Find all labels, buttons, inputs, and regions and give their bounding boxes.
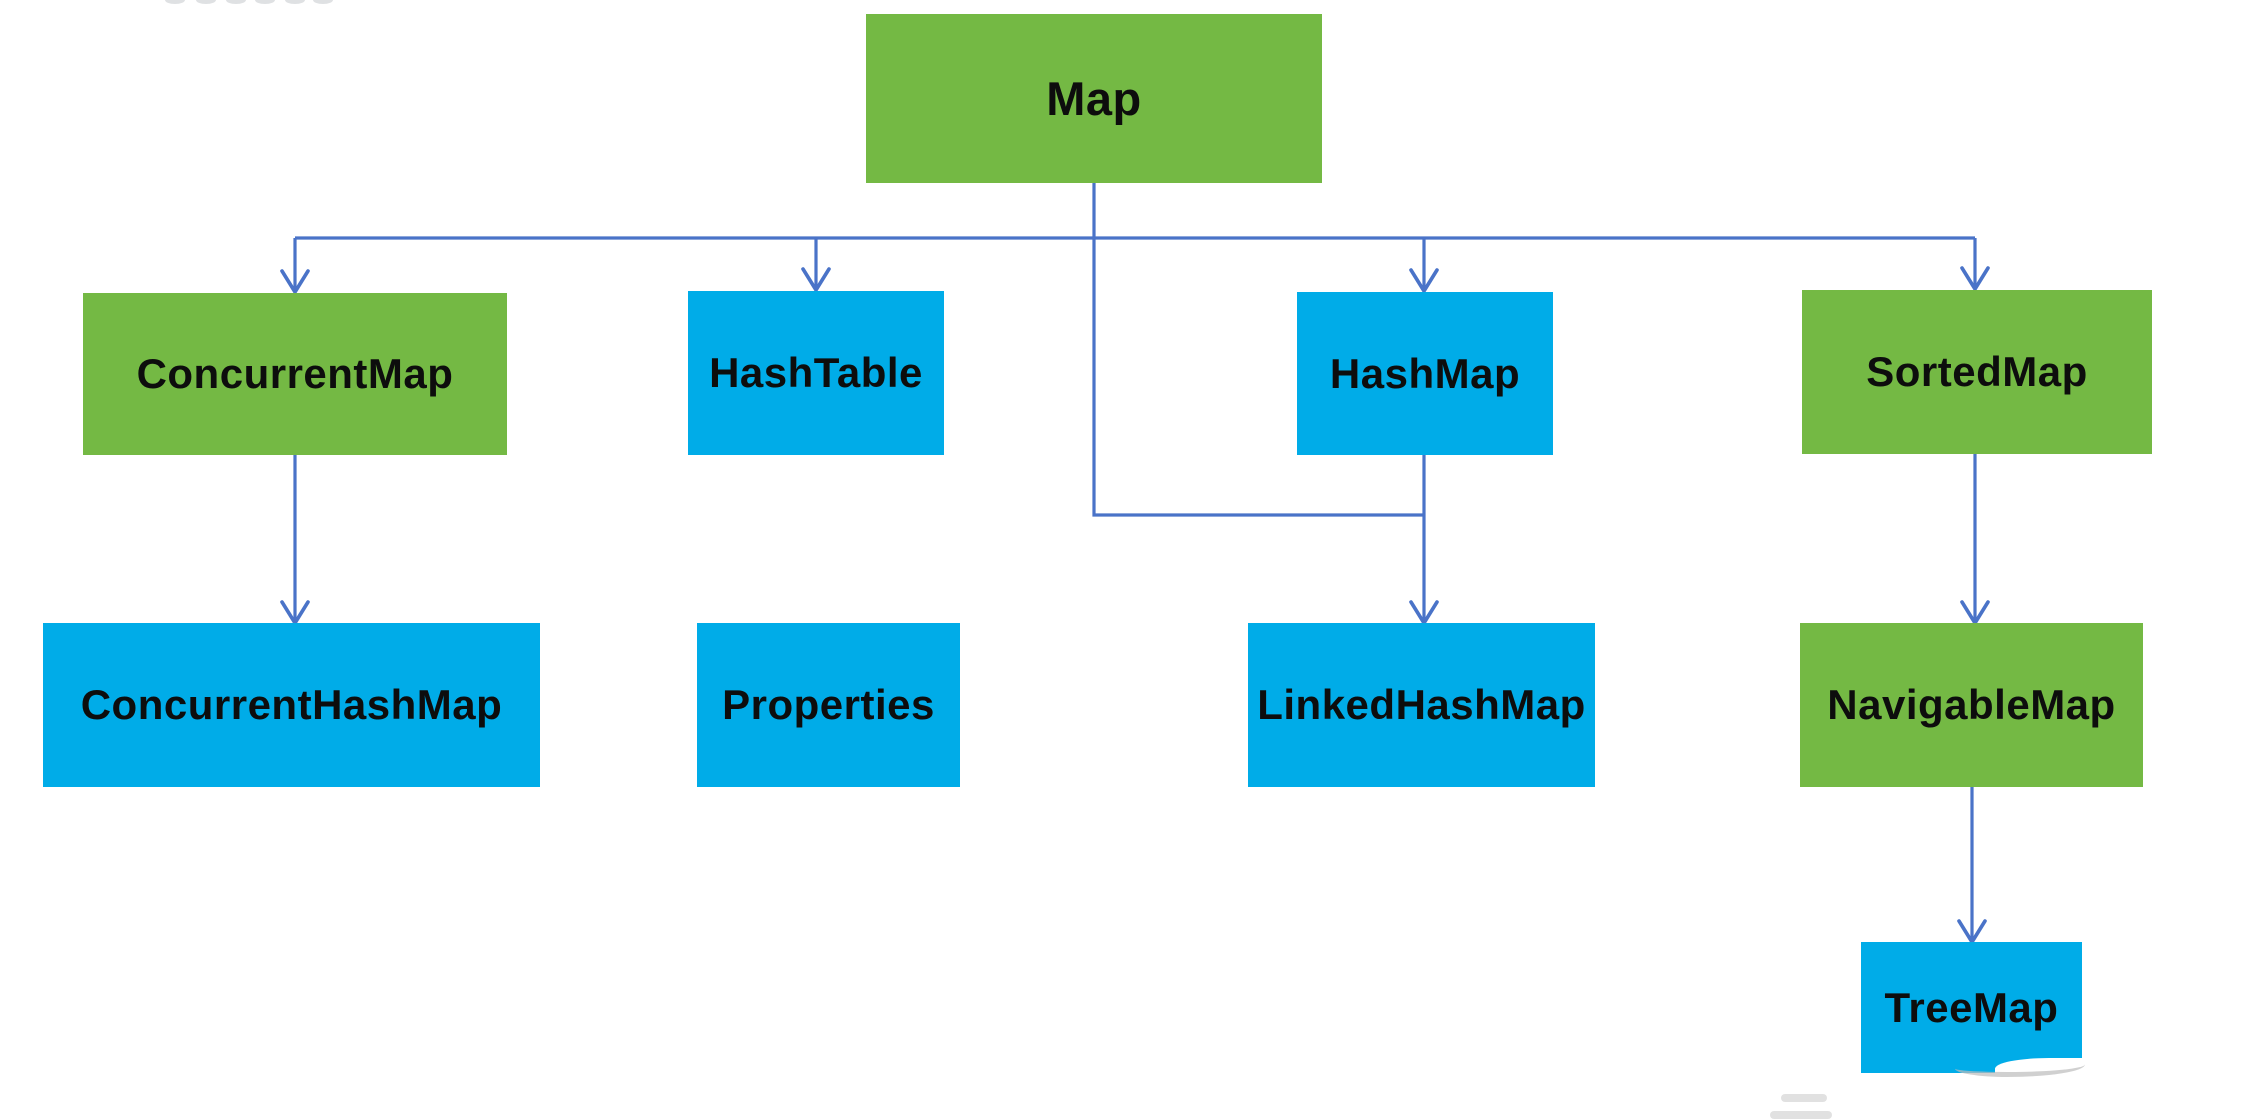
node-hashmap-label: HashMap [1329, 349, 1521, 397]
scan-artifact [285, 0, 305, 4]
node-hashmap: HashMap [1297, 292, 1553, 455]
scan-artifact [165, 0, 185, 4]
arrowhead-hashtable [801, 267, 831, 292]
node-properties: Properties [697, 623, 960, 787]
node-linkedhashmap-label: LinkedHashMap [1257, 681, 1586, 728]
scan-artifact [1770, 1111, 1832, 1119]
arrowhead-linkedhashmap [1409, 600, 1439, 625]
node-navigablemap-label: NavigableMap [1827, 681, 2116, 728]
scan-artifact [226, 0, 246, 4]
scan-artifact [255, 0, 275, 4]
node-concurrentmap: ConcurrentMap [83, 293, 507, 455]
node-concurrenthashmap: ConcurrentHashMap [43, 623, 540, 787]
node-properties-label: Properties [722, 681, 935, 728]
node-treemap: TreeMap [1861, 942, 2082, 1073]
node-concurrentmap-label: ConcurrentMap [136, 350, 454, 397]
arrowhead-navigablemap [1960, 600, 1990, 625]
node-hashtable-label: HashTable [709, 349, 923, 396]
node-hashtable: HashTable [688, 291, 944, 455]
node-treemap-label: TreeMap [1884, 983, 2059, 1031]
scan-artifact [1781, 1094, 1827, 1102]
scan-artifact [313, 0, 333, 4]
node-concurrenthashmap-label: ConcurrentHashMap [80, 681, 503, 728]
arrowhead-treemap [1957, 919, 1987, 944]
node-linkedhashmap: LinkedHashMap [1248, 623, 1595, 787]
arrowhead-concurrentmap [280, 269, 310, 294]
arrowhead-hashmap [1409, 268, 1439, 293]
node-sortedmap: SortedMap [1802, 290, 2152, 454]
node-navigablemap: NavigableMap [1800, 623, 2143, 787]
node-map: Map [866, 14, 1322, 183]
arrowhead-concurrenthashmap [280, 600, 310, 625]
arrowhead-sortedmap [1960, 266, 1990, 291]
scan-artifact [196, 0, 216, 4]
node-map-label: Map [1046, 72, 1142, 125]
node-sortedmap-label: SortedMap [1866, 348, 2088, 395]
